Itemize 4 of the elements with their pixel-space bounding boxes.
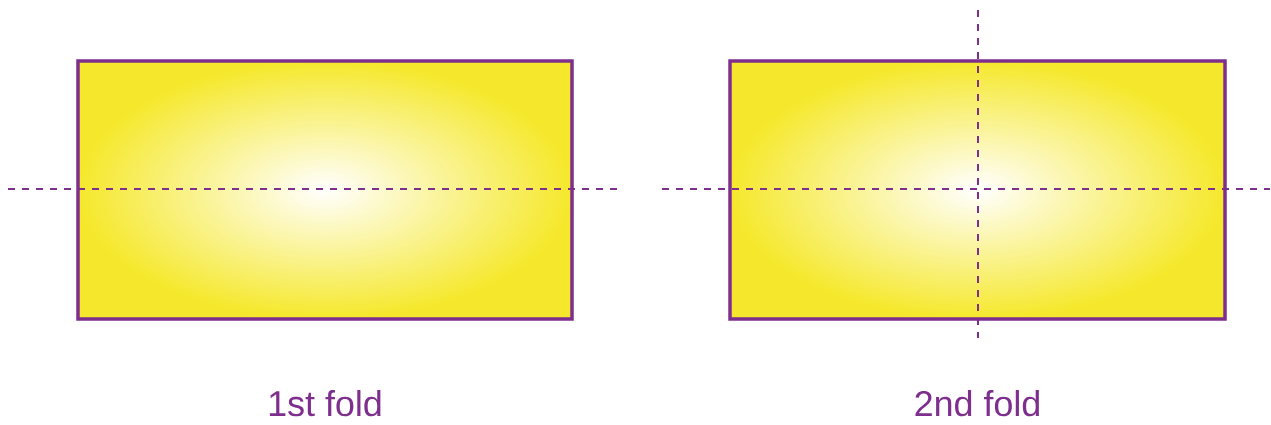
paper-rectangle bbox=[728, 59, 1227, 321]
paper-rectangle bbox=[76, 59, 574, 321]
node-label: 1st fold bbox=[269, 390, 381, 417]
node-label: 2nd fold bbox=[915, 390, 1039, 417]
